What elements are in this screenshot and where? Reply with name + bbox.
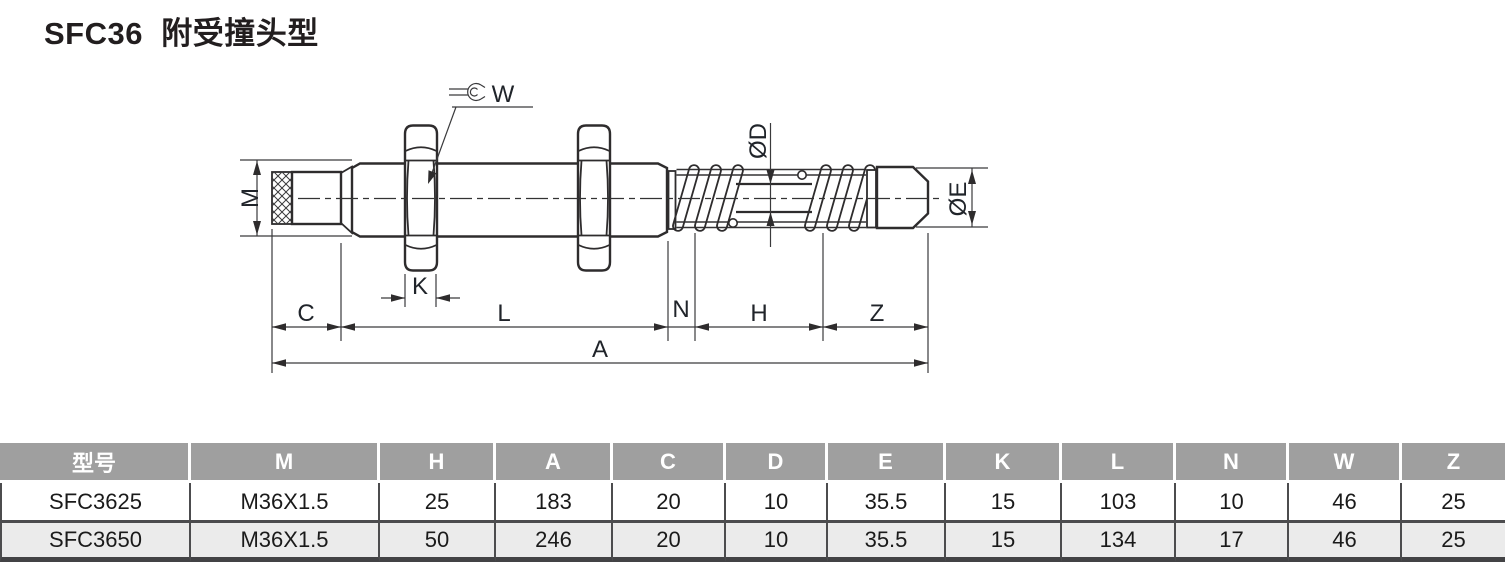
dim-dia-e: ØE — [916, 167, 988, 228]
table-row-sfc3625: SFC3625 M36X1.5 25 183 20 10 35.5 15 103… — [0, 483, 1505, 523]
cell-value: 46 — [1289, 523, 1402, 562]
wrench-icon — [449, 82, 486, 102]
dim-label-h: H — [750, 300, 767, 327]
spring-wire-end — [727, 218, 738, 229]
main-body — [340, 162, 669, 238]
cell-value: 183 — [496, 483, 613, 523]
cell-value: 15 — [946, 523, 1062, 562]
dim-label-n: N — [672, 296, 689, 323]
table-header-row: 型号 M H A C D E K L N W Z — [0, 443, 1505, 483]
cell-value: 246 — [496, 523, 613, 562]
cell-value: 35.5 — [828, 523, 946, 562]
impact-pad — [271, 171, 293, 225]
page-title: SFC36 附受撞头型 — [44, 16, 319, 51]
piston-rod — [736, 182, 812, 214]
cell-value: 17 — [1176, 523, 1289, 562]
impact-head — [875, 165, 930, 230]
col-header-h: H — [380, 443, 496, 483]
cell-value: 20 — [613, 483, 726, 523]
cell-value: 46 — [1289, 483, 1402, 523]
dim-chain: C L N H Z — [271, 229, 929, 373]
dim-label-l: L — [497, 300, 510, 327]
col-header-a: A — [496, 443, 613, 483]
table-row-sfc3650: SFC3650 M36X1.5 50 246 20 10 35.5 15 134… — [0, 523, 1505, 562]
cell-value: M36X1.5 — [191, 523, 380, 562]
cell-value: 25 — [1402, 523, 1505, 562]
col-header-m: M — [191, 443, 380, 483]
col-header-w: W — [1289, 443, 1402, 483]
dim-label-c: C — [297, 300, 314, 327]
spring-wire-end — [796, 170, 807, 181]
cell-value: M36X1.5 — [191, 483, 380, 523]
cell-value: 103 — [1062, 483, 1176, 523]
col-header-model: 型号 — [0, 443, 191, 483]
cell-value: 10 — [1176, 483, 1289, 523]
col-header-e: E — [828, 443, 946, 483]
dim-label-k: K — [412, 273, 428, 300]
col-header-n: N — [1176, 443, 1289, 483]
dim-a: A — [272, 336, 928, 367]
col-header-c: C — [613, 443, 726, 483]
cell-model: SFC3650 — [0, 523, 191, 562]
cell-value: 35.5 — [828, 483, 946, 523]
cell-value: 10 — [726, 523, 828, 562]
spec-table: 型号 M H A C D E K L N W Z SFC3625 M36X1.5… — [0, 443, 1505, 562]
dim-w: W — [428, 81, 533, 184]
cell-value: 10 — [726, 483, 828, 523]
spring — [672, 164, 876, 232]
dim-dia-d: ØD — [745, 123, 775, 247]
dim-label-z: Z — [870, 300, 885, 327]
col-header-k: K — [946, 443, 1062, 483]
col-header-d: D — [726, 443, 828, 483]
dim-k: K — [381, 273, 460, 307]
dim-label-m: M — [237, 188, 264, 208]
cell-value: 134 — [1062, 523, 1176, 562]
dim-label-dia-d: ØD — [745, 123, 772, 159]
dim-label-dia-e: ØE — [945, 182, 972, 217]
cell-value: 20 — [613, 523, 726, 562]
cell-value: 25 — [1402, 483, 1505, 523]
cell-model: SFC3625 — [0, 483, 191, 523]
cell-value: 15 — [946, 483, 1062, 523]
dimension-diagram: M W ØD ØE — [237, 81, 988, 373]
dim-m: M — [237, 159, 352, 237]
col-header-l: L — [1062, 443, 1176, 483]
dim-label-w: W — [492, 81, 515, 108]
col-header-z: Z — [1402, 443, 1505, 483]
rod-washer — [667, 170, 677, 230]
cell-value: 50 — [380, 523, 496, 562]
cell-value: 25 — [380, 483, 496, 523]
dim-label-a: A — [592, 336, 608, 363]
